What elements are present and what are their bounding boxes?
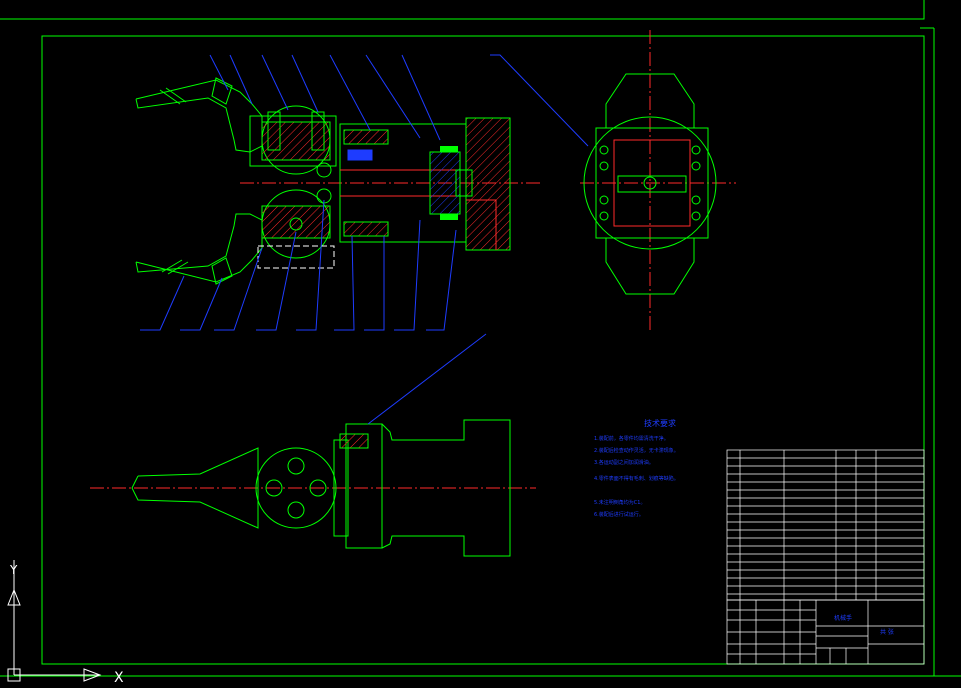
- leader-lines-top: [209, 54, 589, 147]
- ucs-icon: Y X: [7, 560, 124, 686]
- ucs-y-label: Y: [9, 563, 18, 577]
- tech-req-line: 4.零件表面不得有毛刺、划痕等缺陷。: [594, 475, 679, 482]
- parts-list-table: [726, 449, 925, 601]
- technical-requirements: 技术要求 1.装配前，各零件均需清洗干净。 2.装配后检查动作灵活，无卡滞现象。…: [594, 418, 679, 518]
- tech-req-title: 技术要求: [644, 418, 676, 428]
- gripper-main-view: [135, 77, 540, 285]
- tech-req-line: 1.装配前，各零件均需清洗干净。: [594, 435, 669, 442]
- gripper-bottom-view: [90, 333, 536, 557]
- ucs-x-label: X: [114, 670, 124, 686]
- tech-req-line: 6.装配后进行试运行。: [594, 511, 644, 518]
- title-block: [726, 599, 925, 665]
- tech-req-line: 3.各运动副之间加润滑油。: [594, 459, 654, 466]
- title-drawing-name: 机械手: [834, 614, 852, 622]
- title-sheet-count: 共 张: [880, 628, 894, 636]
- tech-req-line: 2.装配后检查动作灵活，无卡滞现象。: [594, 447, 679, 454]
- tech-req-line: 5.未注明倒角均为C1。: [594, 499, 645, 506]
- gripper-side-view: [580, 30, 736, 332]
- leader-lines-bottom: [140, 199, 457, 331]
